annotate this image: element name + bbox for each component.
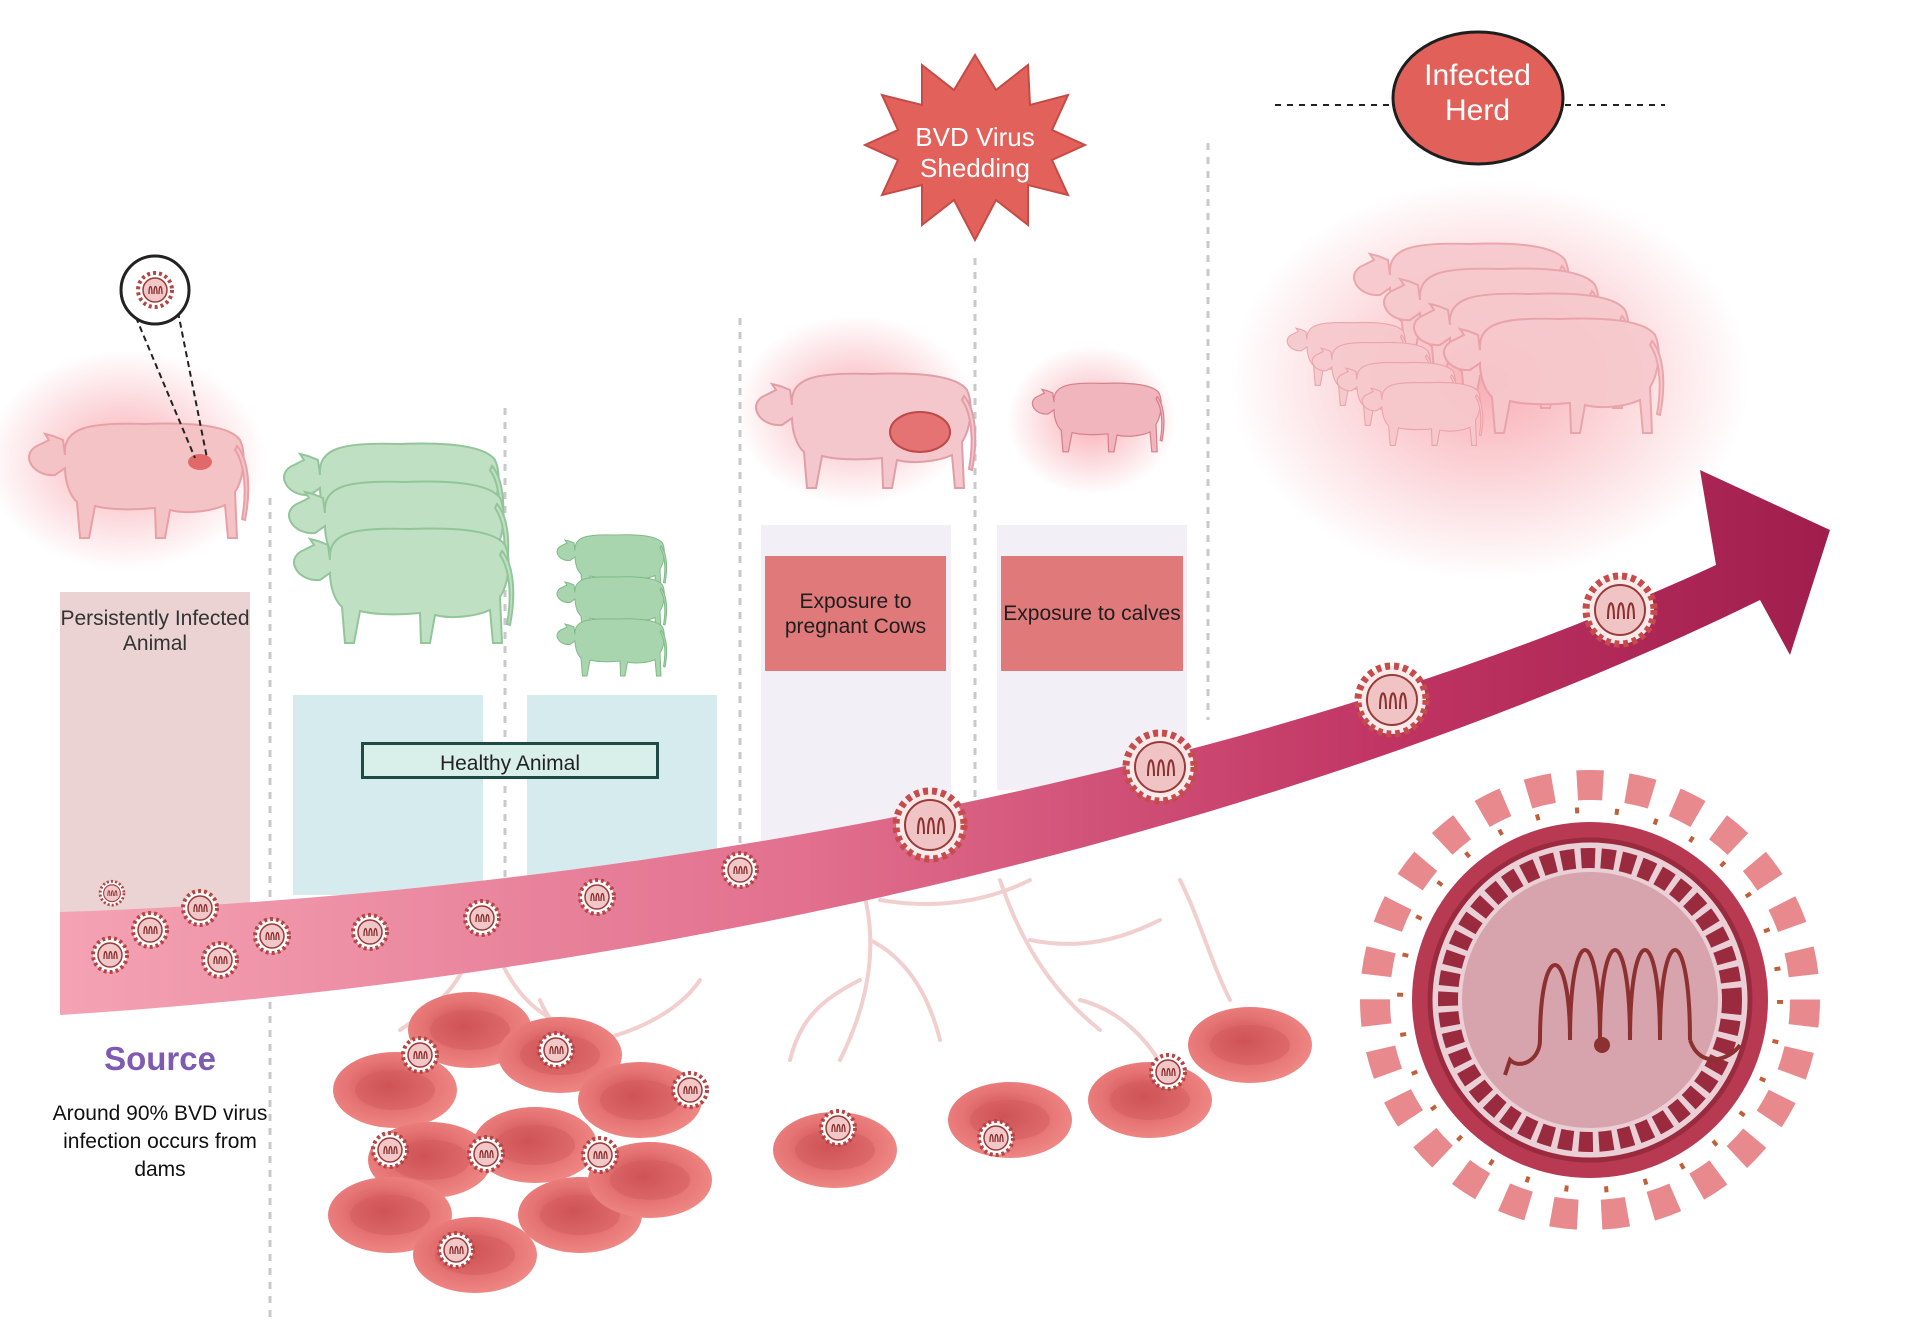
healthy-panel-2 [527,695,717,885]
persistently-infected-label: Persistently Infected Animal [60,607,250,655]
fetus-icon [889,411,951,453]
exposure-pregnant-cows-label: Exposure to pregnant Cows [765,556,946,671]
cow-icon [283,442,515,644]
magnifier-icon [119,254,208,459]
exposure-calves-label: Exposure to calves [1001,556,1183,671]
infected-uterus [188,454,212,470]
starburst-icon [862,53,1088,243]
pi-panel [60,592,250,917]
healthy-panel-1 [293,695,483,895]
source-description: Around 90% BVD virus infection occurs fr… [52,1102,268,1181]
infected-herd-header [1275,30,1665,166]
infected-herd-label: Infected Herd [1424,59,1531,127]
calf-icon [556,534,668,677]
transmission-arrow [60,470,1830,1015]
source-title: Source [104,1040,216,1077]
healthy-animal-label: Healthy Animal [361,742,659,779]
virus-icon [1360,770,1820,1230]
bvd-shedding-label: BVD Virus Shedding [915,122,1035,183]
